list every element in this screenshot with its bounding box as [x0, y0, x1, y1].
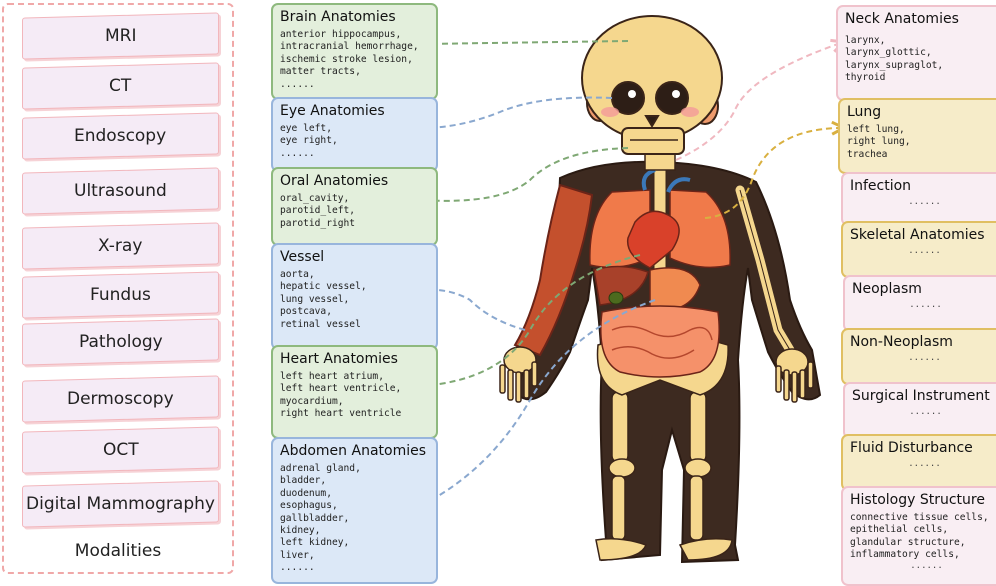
list-item: left heart ventricle, [280, 383, 402, 395]
list-item: larynx, [845, 35, 886, 46]
modality-list: MRI CT Endoscopy Ultrasound X-ray Fundus… [2, 3, 234, 574]
box-vessel[interactable]: Vessel aorta, hepatic vessel, lung vesse… [271, 243, 438, 350]
list-item: retinal vessel [280, 318, 361, 330]
list-item: duodenum, [280, 487, 332, 499]
box-eye-anatomies[interactable]: Eye Anatomies eye left, eye right, .....… [271, 97, 438, 172]
list-item: trachea [847, 148, 888, 160]
list-item: left kidney, [280, 537, 350, 549]
list-item: larynx_glottic, [845, 47, 932, 59]
arm-muscle [513, 183, 594, 357]
box-neoplasm[interactable]: Neoplasm ...... [843, 275, 996, 332]
aorta [641, 168, 691, 193]
modalities-caption: Modalities [74, 541, 162, 561]
more-dots: ...... [908, 353, 941, 363]
box-heart-anatomies[interactable]: Heart Anatomies left heart atrium, left … [271, 345, 438, 439]
hand-left [499, 346, 538, 403]
list-item: left lung, [847, 124, 905, 135]
box-title: Fluid Disturbance [850, 440, 973, 456]
box-skeletal-anatomies[interactable]: Skeletal Anatomies ...... [841, 221, 996, 278]
list-item: ...... [280, 562, 315, 574]
more-dots: ...... [908, 459, 941, 469]
list-item: glandular structure, [850, 536, 966, 548]
connector-vessel [422, 290, 526, 331]
more-dots: ...... [908, 246, 941, 256]
list-item: lung vessel, [280, 293, 350, 305]
list-item: ischemic stroke lesion, [280, 53, 413, 65]
lung-right [669, 189, 731, 269]
connector-abdomen [422, 299, 656, 505]
box-title: Lung [847, 104, 882, 120]
box-lung[interactable]: Lung left lung, right lung, trachea [838, 98, 996, 174]
list-item: epithelial cells, [850, 524, 949, 536]
list-item: eye right, [280, 135, 338, 147]
box-fluid-disturbance[interactable]: Fluid Disturbance ...... [841, 434, 996, 491]
box-oral-anatomies[interactable]: Oral Anatomies oral_cavity, parotid_left… [271, 167, 438, 246]
list-item: right lung, [847, 136, 911, 148]
connector-lung [704, 128, 838, 219]
more-dots: ...... [910, 560, 943, 571]
list-item: oral_cavity, [280, 193, 350, 204]
connector-brain [422, 41, 629, 44]
box-non-neoplasm[interactable]: Non-Neoplasm ...... [841, 328, 996, 385]
box-brain-anatomies[interactable]: Brain Anatomies anterior hippocampus, in… [271, 3, 438, 100]
list-item: matter tracts, [280, 66, 361, 78]
more-dots: ...... [908, 197, 941, 207]
list-item: esophagus, [280, 500, 338, 512]
list-item: thyroid [845, 72, 886, 84]
box-title: Vessel [280, 249, 325, 265]
intestines [600, 305, 720, 378]
list-item: liver, [280, 549, 315, 561]
box-title: Non-Neoplasm [850, 334, 953, 350]
box-surgical-instrument[interactable]: Surgical Instrument ...... [843, 382, 996, 439]
box-title: Brain Anatomies [280, 9, 396, 25]
box-title: Neoplasm [852, 281, 922, 297]
list-item: adrenal gland, [280, 463, 361, 474]
box-title: Heart Anatomies [280, 351, 398, 367]
list-item: larynx_supraglot, [845, 59, 944, 71]
gallbladder [608, 291, 624, 305]
box-title: Histology Structure [850, 492, 985, 508]
list-item: eye left, [280, 123, 332, 134]
list-item: myocardium, [280, 395, 344, 407]
list-item: postcava, [280, 306, 332, 318]
box-title: Infection [850, 178, 912, 194]
box-title: Eye Anatomies [280, 103, 385, 119]
heart [626, 210, 680, 269]
box-title: Surgical Instrument [852, 388, 990, 404]
more-dots: ...... [909, 300, 942, 310]
list-item: bladder, [280, 475, 327, 487]
list-item: hepatic vessel, [280, 281, 367, 293]
box-abdomen-anatomies[interactable]: Abdomen Anatomies adrenal gland, bladder… [271, 437, 438, 584]
more-dots: ...... [909, 407, 942, 417]
modalities-panel [2, 3, 234, 574]
list-item: right heart ventricle [280, 408, 402, 420]
list-item: kidney, [280, 525, 321, 537]
skull [581, 15, 723, 155]
list-item: parotid_left, [280, 205, 356, 217]
list-item: aorta, [280, 269, 315, 280]
list-item: connective tissue cells, [850, 512, 989, 523]
list-item: anterior hippocampus, [280, 29, 402, 40]
list-item: ...... [280, 147, 315, 159]
list-item: gallbladder, [280, 512, 350, 524]
hand-right [775, 348, 814, 403]
box-histology-structure[interactable]: Histology Structure connective tissue ce… [841, 486, 996, 586]
connector-oral [422, 147, 629, 201]
connector-eye [422, 96, 613, 128]
list-item: intracranial hemorrhage, [280, 41, 419, 53]
list-item: inflammatory cells, [850, 549, 960, 561]
list-item: left heart atrium, [280, 371, 384, 382]
box-title: Abdomen Anatomies [280, 443, 427, 459]
list-item: parotid_right [280, 217, 356, 229]
box-neck-anatomies[interactable]: Neck Anatomies larynx, larynx_glottic, l… [836, 5, 996, 101]
connector-neck [675, 44, 838, 161]
list-item: ...... [280, 78, 315, 90]
box-infection[interactable]: Infection ...... [841, 172, 996, 226]
arm-bone-right-outline [739, 189, 791, 351]
box-title: Oral Anatomies [280, 173, 389, 189]
box-title: Neck Anatomies [845, 11, 959, 27]
box-title: Skeletal Anatomies [850, 227, 985, 243]
